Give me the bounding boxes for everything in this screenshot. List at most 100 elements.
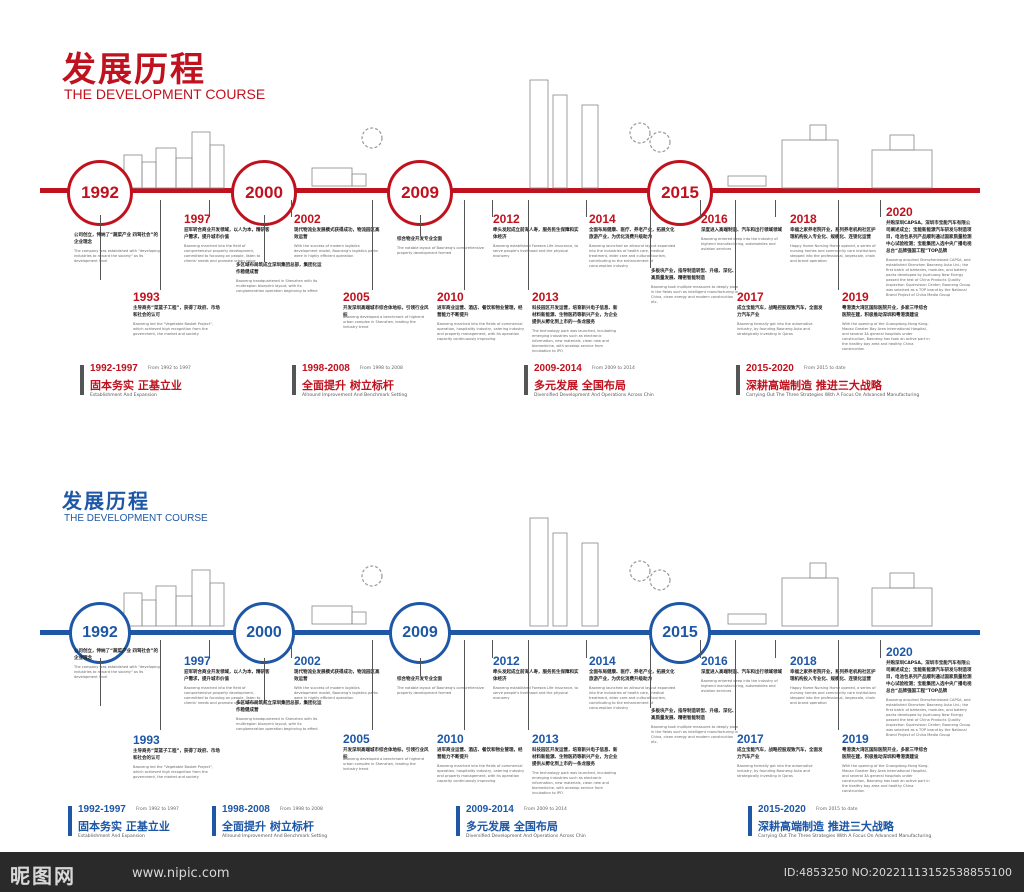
phase-accent-bar (456, 806, 460, 836)
phase-title: 固本务实 正基立业 (78, 820, 170, 833)
phase-title-en: Allround Improvement And Benchmark Setti… (222, 834, 328, 839)
milestone-connector (650, 640, 651, 708)
phase-title: 固本务实 正基立业 (90, 379, 182, 392)
milestone-text-cn: 科技园区开发运营，培育新兴电子信息、新材料新能源、生物医药等新兴产业，为企业提供… (532, 306, 618, 325)
milestone-text-en: Baoneng launched an allround layout expa… (589, 244, 676, 268)
milestone-text-en: With the success of modern logistics dev… (294, 244, 378, 258)
milestone-text-cn: 主导商务“菜篮子工程”，获得了政府、市场和社会的认可 (133, 749, 220, 761)
building-shape (871, 149, 933, 189)
milestone-year: 2019 (842, 732, 869, 746)
milestone-year: 2014 (589, 654, 616, 668)
building-shape (175, 595, 193, 627)
building-shape (581, 104, 599, 189)
milestone-text-en: Baoneng acquired Shenzhenbased CAPSA, an… (886, 698, 971, 737)
milestone-year: 2016 (701, 212, 728, 226)
milestone-text-en: Baoneng marched into the field of compre… (184, 244, 261, 263)
building-shape (351, 611, 367, 625)
milestone-text-en: Baoneng established Foresea Life Insuran… (493, 686, 579, 700)
milestone-year: 2018 (790, 654, 817, 668)
phase-range: 2009-2014 (466, 804, 514, 815)
milestone-text-en: Baoneng formally got into the automotive… (737, 764, 813, 778)
building-shape (889, 134, 915, 151)
milestone-text-en: The company was established with "develo… (74, 249, 160, 263)
milestone-text-en: Baoneng marched into the fields of comme… (437, 322, 525, 341)
milestone-connector (880, 640, 881, 658)
page-subtitle: THE DEVELOPMENT COURSE (64, 513, 208, 524)
milestone-year: 2002 (294, 212, 321, 226)
year-circle-2000[interactable]: 2000 (233, 602, 295, 664)
gear-icon (361, 565, 383, 587)
milestone-year: 2018 (790, 212, 817, 226)
milestone-text-en: The technology park was launched, incuba… (532, 771, 617, 795)
building-shape (552, 94, 568, 189)
phase-title: 多元发展 全国布局 (466, 820, 558, 833)
building-shape (529, 517, 549, 627)
milestone-text-en: Baoneng entered deep into the industry o… (701, 237, 778, 251)
milestone-text-en: Baoneng launched an allround layout expa… (589, 686, 676, 710)
milestone-text-cn: 开发深圳高端城市综合体地标，引领行业风标 (343, 748, 429, 760)
milestone-connector (735, 200, 736, 290)
milestone-text-en: Baoneng took multiple measures to deeply… (651, 725, 739, 744)
milestone-year: 1997 (184, 212, 211, 226)
building-shape (727, 613, 767, 625)
milestone-year: 1993 (133, 290, 160, 304)
year-circle-2015[interactable]: 2015 (647, 160, 713, 226)
milestone-connector (492, 200, 493, 217)
watermark-id: ID:4853250 NO:20221113152538855100 (783, 866, 1012, 879)
milestone-connector (775, 200, 776, 217)
milestone-connector (372, 640, 373, 730)
milestone-text-cn: 幸福之家养老院开业，系列养老机构社区护理机构投入专业化、规模化、连锁化运营 (790, 670, 876, 682)
gear-icon (361, 127, 383, 149)
milestone-connector (264, 658, 265, 703)
milestone-text-en: Baoneng led the "Vegetable Basket Projec… (133, 322, 213, 336)
phase-from: From 2015 to date (804, 366, 846, 371)
milestone-year: 1993 (133, 733, 160, 747)
milestone-year: 2010 (437, 290, 464, 304)
building-shape (781, 139, 839, 189)
phase-accent-bar (524, 365, 528, 395)
phase-range: 1998-2008 (302, 363, 350, 374)
gear-icon (629, 122, 651, 144)
milestone-text-cn: 牵头发起成立前海人寿，服务民生保障和实体经济 (493, 670, 579, 682)
milestone-text-cn: 成立宝能汽车，战略控股观致汽车，全面发力汽车产业 (737, 748, 823, 760)
milestone-text-cn: 多区域布局筑成立深圳集团总部，集团化运作稳健成营 (236, 263, 322, 275)
milestone-connector (209, 640, 210, 658)
phase-from: From 2015 to date (816, 807, 858, 812)
page-title: 发展历程 (62, 50, 206, 90)
milestone-text-en: The notable layout of Baoneng's comprehe… (397, 686, 484, 695)
timeline-axis (40, 188, 980, 193)
phase-from: From 1992 to 1997 (148, 366, 191, 371)
phase-accent-bar (68, 806, 72, 836)
milestone-text-en: Baoneng developed a benchmark of highend… (343, 757, 424, 771)
milestone-connector (160, 200, 161, 290)
phase-accent-bar (748, 806, 752, 836)
milestone-text-en: Happy Home Nursing Home opened, a series… (790, 244, 877, 263)
milestone-connector (464, 200, 465, 290)
year-circle-1992[interactable]: 1992 (69, 602, 131, 664)
milestone-text-en: Baoneng headquartered in Shenzhen with i… (236, 279, 318, 293)
milestone-text-cn: 多区域布局筑成立深圳集团总部，集团化运作稳健成营 (236, 701, 322, 713)
phase-from: From 1998 to 2008 (280, 807, 323, 812)
milestone-text-en: The company was established with "develo… (74, 665, 160, 679)
milestone-text-en: Baoneng headquartered in Shenzhen with i… (236, 717, 318, 731)
milestone-text-en: With the opening of the Guangdong-Hong K… (842, 764, 930, 793)
milestone-text-en: The technology park was launched, incuba… (532, 329, 617, 353)
milestone-text-cn: 综合物业开发专业全面 (397, 677, 442, 682)
phase-accent-bar (292, 365, 296, 395)
building-shape (141, 599, 157, 627)
milestone-connector (880, 200, 881, 217)
milestone-year: 2005 (343, 732, 370, 746)
milestone-connector (464, 640, 465, 730)
phase-range: 2015-2020 (758, 804, 806, 815)
year-circle-2009[interactable]: 2009 (389, 602, 451, 664)
phase-range: 2015-2020 (746, 363, 794, 374)
milestone-connector (838, 200, 839, 290)
milestone-year: 2019 (842, 290, 869, 304)
milestone-year: 2012 (493, 212, 520, 226)
timeline-axis (40, 630, 980, 635)
phase-title-en: Establishment And Expansion (78, 834, 145, 839)
milestone-text-cn: 迎军转合商业开发领域，以人为本，精研客户需求，提升城市价值 (184, 228, 270, 240)
milestone-year: 2002 (294, 654, 321, 668)
milestone-connector (420, 658, 421, 676)
